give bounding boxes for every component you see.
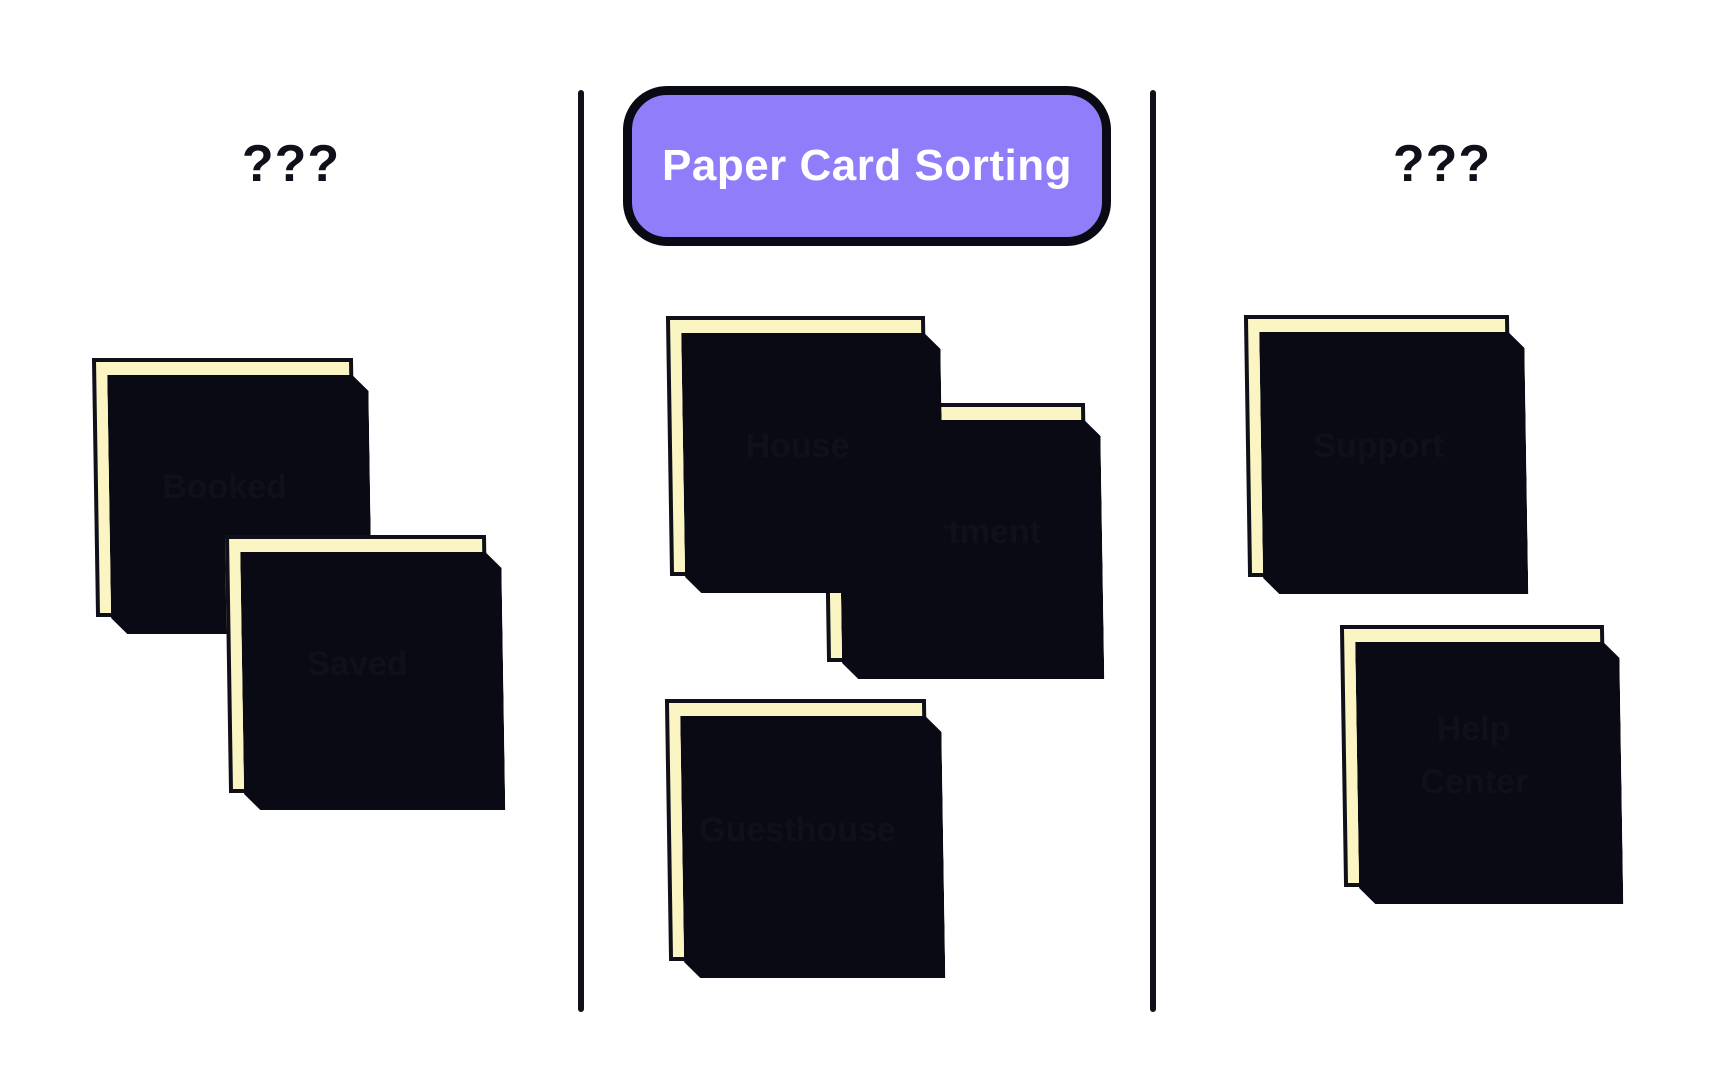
sticky-note-label: Help Center xyxy=(1420,710,1529,801)
sticky-note-label: House xyxy=(745,426,850,465)
exercise-title: Paper Card Sorting xyxy=(662,141,1072,190)
column-divider-left xyxy=(578,90,584,1012)
exercise-title-pill: Paper Card Sorting xyxy=(623,86,1111,246)
sticky-note-label: Guesthouse xyxy=(698,810,897,849)
category-placeholder-left: ??? xyxy=(241,135,341,193)
sticky-note-label: Booked xyxy=(161,468,288,507)
category-placeholder-right: ??? xyxy=(1392,135,1492,193)
sticky-note-label: Saved xyxy=(307,644,408,683)
sticky-note-saved[interactable]: Saved xyxy=(224,535,491,793)
sticky-note-support[interactable]: Support xyxy=(1243,315,1514,577)
sticky-note-help-center[interactable]: Help Center xyxy=(1339,625,1609,887)
column-divider-right xyxy=(1150,90,1156,1012)
sticky-note-guesthouse[interactable]: Guesthouse xyxy=(664,699,931,961)
sticky-note-house[interactable]: House xyxy=(665,316,930,576)
sticky-note-label: Support xyxy=(1313,426,1444,465)
